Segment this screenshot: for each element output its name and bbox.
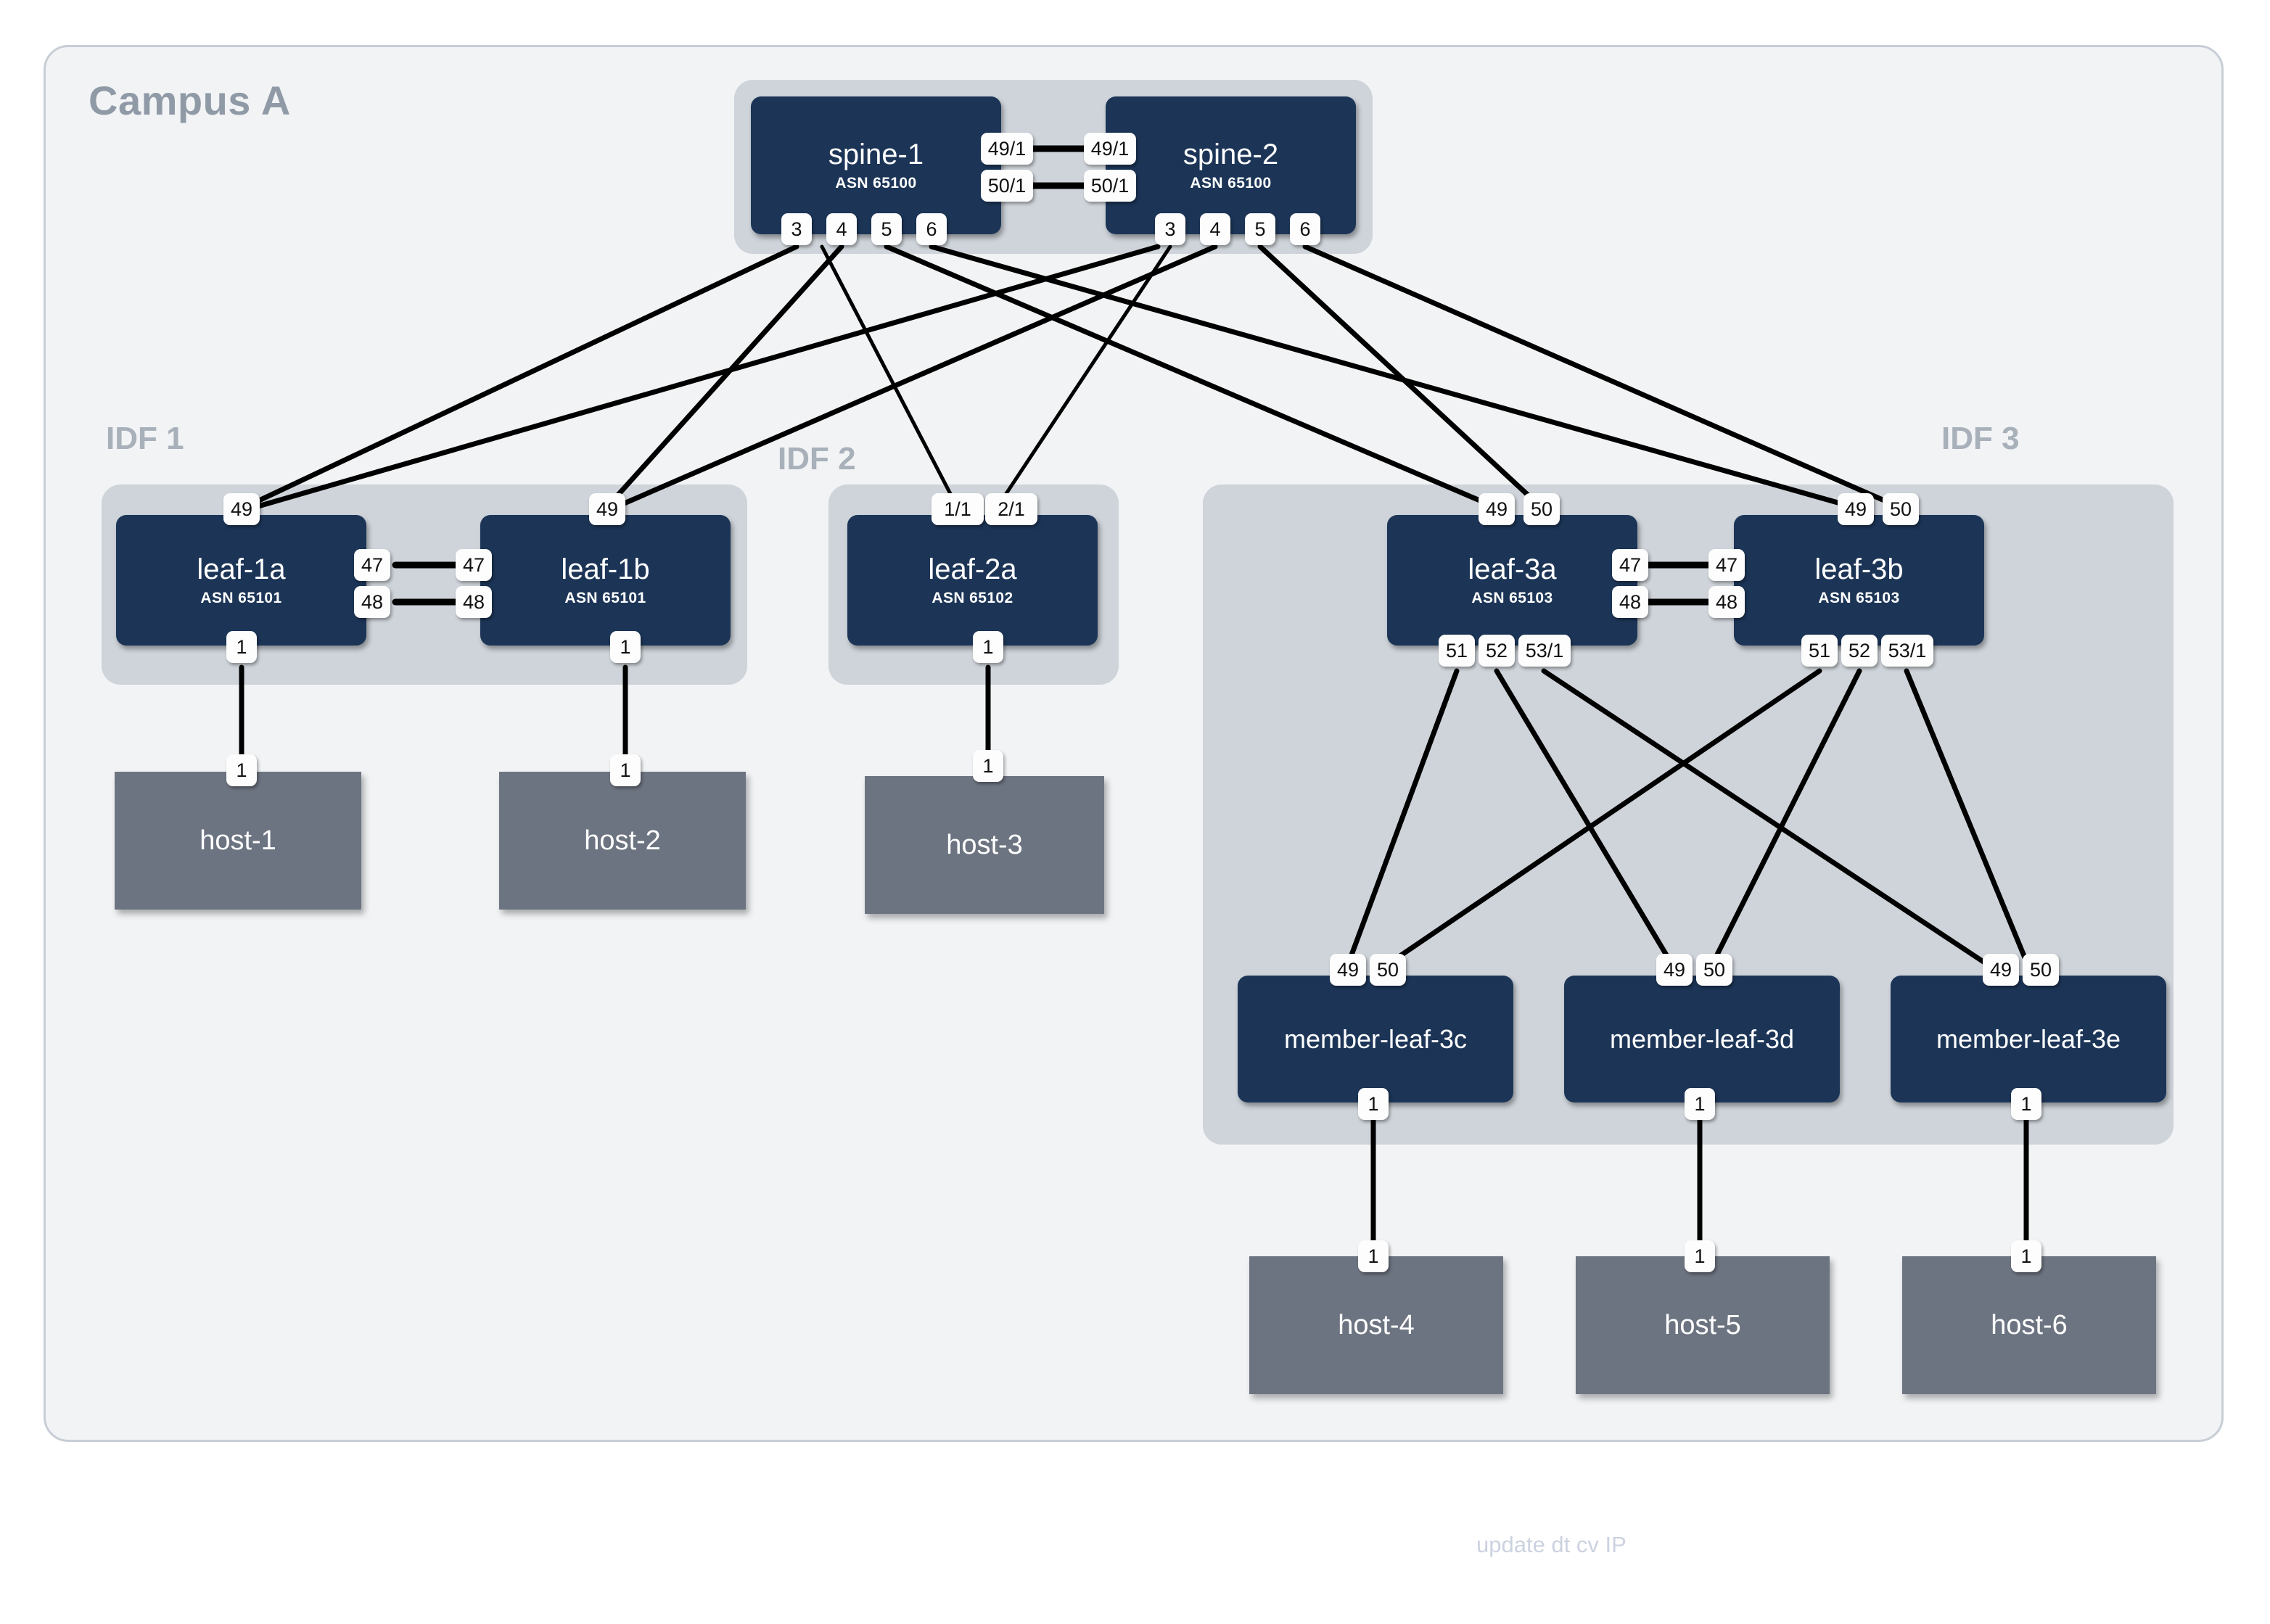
port-leaf2a-1[interactable]: 1 [973,631,1003,663]
port-spine2-3[interactable]: 3 [1155,213,1185,245]
node-host-1[interactable]: host-1 [115,772,361,910]
port-spine1-4[interactable]: 4 [826,213,857,245]
port-leaf3b-52[interactable]: 52 [1841,635,1878,667]
port-mleaf3c-50[interactable]: 50 [1370,954,1406,986]
port-mleaf3e-50[interactable]: 50 [2023,954,2059,986]
port-spine1-49-1[interactable]: 49/1 [981,133,1033,165]
port-leaf3b-50[interactable]: 50 [1883,493,1919,525]
port-mleaf3e-1[interactable]: 1 [2011,1088,2041,1120]
port-spine2-5[interactable]: 5 [1245,213,1275,245]
port-leaf3b-48[interactable]: 48 [1708,586,1745,618]
port-leaf1b-47[interactable]: 47 [456,549,492,581]
port-leaf3a-49[interactable]: 49 [1479,493,1515,525]
footer-note: update dt cv IP [1476,1532,1627,1557]
port-leaf2a-2-1[interactable]: 2/1 [985,493,1037,525]
node-spine-2[interactable]: spine-2 ASN 65100 [1106,96,1356,234]
node-host-4-name: host-4 [1338,1309,1415,1340]
node-leaf-3a-name: leaf-3a [1468,553,1557,585]
node-leaf-1a-asn: ASN 65101 [200,589,282,606]
node-spine-2-asn: ASN 65100 [1190,174,1272,191]
node-leaf-1a[interactable]: leaf-1a ASN 65101 [116,515,366,646]
port-host3-1[interactable]: 1 [973,750,1003,782]
port-leaf3b-47[interactable]: 47 [1708,549,1745,581]
port-leaf1a-1[interactable]: 1 [226,631,257,663]
port-spine1-6[interactable]: 6 [916,213,947,245]
node-host-6[interactable]: host-6 [1902,1256,2156,1394]
port-leaf1b-1[interactable]: 1 [610,631,641,663]
node-leaf-3a-asn: ASN 65103 [1471,589,1553,606]
node-host-1-name: host-1 [200,825,276,856]
node-leaf-3a[interactable]: leaf-3a ASN 65103 [1387,515,1637,646]
node-spine-1[interactable]: spine-1 ASN 65100 [751,96,1001,234]
port-mleaf3e-49[interactable]: 49 [1983,954,2019,986]
idf3-label: IDF 3 [1941,421,2020,456]
node-leaf-1b[interactable]: leaf-1b ASN 65101 [480,515,731,646]
port-mleaf3d-50[interactable]: 50 [1696,954,1732,986]
node-leaf-3b-name: leaf-3b [1814,553,1904,585]
port-spine2-4[interactable]: 4 [1200,213,1230,245]
port-mleaf3d-49[interactable]: 49 [1656,954,1693,986]
port-leaf3a-48[interactable]: 48 [1612,586,1648,618]
node-host-5[interactable]: host-5 [1576,1256,1830,1394]
node-member-leaf-3d-name: member-leaf-3d [1609,1023,1795,1054]
node-member-leaf-3e-name: member-leaf-3e [1936,1023,2121,1054]
node-host-2-name: host-2 [584,825,661,856]
node-member-leaf-3c[interactable]: member-leaf-3c [1238,976,1513,1102]
port-leaf3a-47[interactable]: 47 [1612,549,1648,581]
port-spine1-5[interactable]: 5 [871,213,902,245]
port-host2-1[interactable]: 1 [610,754,641,786]
port-leaf3a-53-1[interactable]: 53/1 [1518,635,1571,667]
idf2-label: IDF 2 [778,441,856,477]
node-member-leaf-3e[interactable]: member-leaf-3e [1891,976,2166,1102]
port-leaf3a-52[interactable]: 52 [1479,635,1515,667]
port-mleaf3d-1[interactable]: 1 [1685,1088,1715,1120]
node-spine-1-asn: ASN 65100 [835,174,917,191]
node-leaf-1b-name: leaf-1b [561,553,650,585]
port-host5-1[interactable]: 1 [1685,1240,1715,1272]
port-spine2-49-1[interactable]: 49/1 [1084,133,1136,165]
node-member-leaf-3c-name: member-leaf-3c [1283,1023,1468,1054]
node-leaf-3b[interactable]: leaf-3b ASN 65103 [1734,515,1984,646]
node-host-3[interactable]: host-3 [865,776,1104,914]
port-spine2-6[interactable]: 6 [1290,213,1320,245]
port-leaf3b-49[interactable]: 49 [1838,493,1874,525]
idf1-label: IDF 1 [106,421,184,456]
node-host-5-name: host-5 [1664,1309,1741,1340]
node-host-2[interactable]: host-2 [499,772,746,910]
port-mleaf3c-49[interactable]: 49 [1330,954,1366,986]
node-host-4[interactable]: host-4 [1249,1256,1503,1394]
port-host4-1[interactable]: 1 [1358,1240,1389,1272]
page-title: Campus A [89,78,291,123]
node-spine-1-name: spine-1 [828,138,924,170]
node-member-leaf-3d[interactable]: member-leaf-3d [1564,976,1840,1102]
node-leaf-2a-asn: ASN 65102 [932,589,1013,606]
node-leaf-1a-name: leaf-1a [197,553,286,585]
node-leaf-2a-name: leaf-2a [928,553,1017,585]
port-leaf1b-49[interactable]: 49 [589,493,625,525]
port-leaf1a-49[interactable]: 49 [223,493,260,525]
port-leaf2a-1-1[interactable]: 1/1 [932,493,984,525]
port-spine2-50-1[interactable]: 50/1 [1084,170,1136,202]
port-leaf3a-51[interactable]: 51 [1439,635,1475,667]
port-leaf3b-53-1[interactable]: 53/1 [1881,635,1933,667]
port-leaf1a-47[interactable]: 47 [354,549,390,581]
node-leaf-2a[interactable]: leaf-2a ASN 65102 [847,515,1098,646]
node-spine-2-name: spine-2 [1183,138,1279,170]
node-host-3-name: host-3 [946,829,1023,860]
port-mleaf3c-1[interactable]: 1 [1358,1088,1389,1120]
port-spine1-50-1[interactable]: 50/1 [981,170,1033,202]
port-leaf3b-51[interactable]: 51 [1801,635,1838,667]
node-host-6-name: host-6 [1991,1309,2068,1340]
node-leaf-1b-asn: ASN 65101 [564,589,646,606]
port-leaf1b-48[interactable]: 48 [456,586,492,618]
port-host1-1[interactable]: 1 [226,754,257,786]
node-leaf-3b-asn: ASN 65103 [1818,589,1900,606]
port-leaf1a-48[interactable]: 48 [354,586,390,618]
port-spine1-3[interactable]: 3 [781,213,812,245]
port-leaf3a-50[interactable]: 50 [1523,493,1560,525]
port-host6-1[interactable]: 1 [2011,1240,2041,1272]
